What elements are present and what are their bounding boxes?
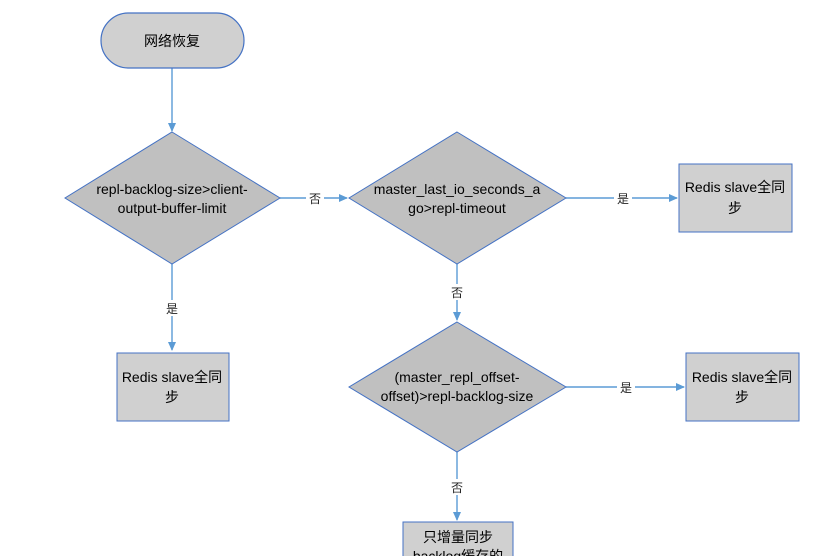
full-sync-box-right-shape (678, 163, 793, 233)
full-sync-box-right-line1: Redis slave全同 (685, 179, 785, 195)
start-node-label: 网络恢复 (144, 33, 200, 49)
incremental-sync-box: 只增量同步 backlog缓存的 (402, 521, 514, 556)
decision-offset-backlog-line2: offset)>repl-backlog-size (381, 388, 534, 404)
edge-labels: 否 是 是 否 是 否 (163, 190, 635, 495)
edge-label-cond1-no: 否 (309, 192, 321, 206)
decision-io-timeout: master_last_io_seconds_a go>repl-timeout (348, 131, 567, 265)
full-sync-box-lower-right-line1: Redis slave全同 (692, 369, 792, 385)
decision-backlog-size: repl-backlog-size>client- output-buffer-… (64, 131, 281, 265)
full-sync-box-right-line2: 步 (728, 200, 742, 216)
incremental-sync-box-shape (402, 521, 514, 556)
decision-io-timeout-line1: master_last_io_seconds_a (374, 181, 541, 197)
decision-offset-backlog: (master_repl_offset- offset)>repl-backlo… (348, 321, 567, 453)
decision-io-timeout-line2: go>repl-timeout (408, 200, 506, 216)
edges (168, 68, 685, 521)
edge-label-cond3-yes: 是 (620, 381, 632, 395)
decision-backlog-size-line1: repl-backlog-size>client- (96, 181, 248, 197)
edge-label-cond2-no: 否 (451, 286, 463, 300)
full-sync-box-right: Redis slave全同 步 (678, 163, 793, 233)
start-node: 网络恢复 (100, 12, 245, 69)
decision-offset-backlog-line1: (master_repl_offset- (394, 369, 519, 385)
full-sync-box-lower-right: Redis slave全同 步 (685, 352, 800, 422)
full-sync-box-left-shape (116, 352, 230, 422)
start-node-shape (100, 12, 245, 69)
incremental-sync-box-line2: backlog缓存的 (413, 548, 503, 556)
decision-backlog-size-shape (64, 131, 281, 265)
full-sync-box-left-line1: Redis slave全同 (122, 369, 222, 385)
edge-label-cond1-yes: 是 (166, 302, 178, 316)
full-sync-box-lower-right-line2: 步 (735, 389, 749, 405)
full-sync-box-lower-right-shape (685, 352, 800, 422)
edge-label-cond2-yes: 是 (617, 192, 629, 206)
full-sync-box-left-line2: 步 (165, 389, 179, 405)
full-sync-box-left: Redis slave全同 步 (116, 352, 230, 422)
edge-label-cond3-no: 否 (451, 481, 463, 495)
decision-backlog-size-line2: output-buffer-limit (118, 200, 227, 216)
decision-offset-backlog-shape (348, 321, 567, 453)
decision-io-timeout-shape (348, 131, 567, 265)
incremental-sync-box-line1: 只增量同步 (423, 529, 493, 545)
